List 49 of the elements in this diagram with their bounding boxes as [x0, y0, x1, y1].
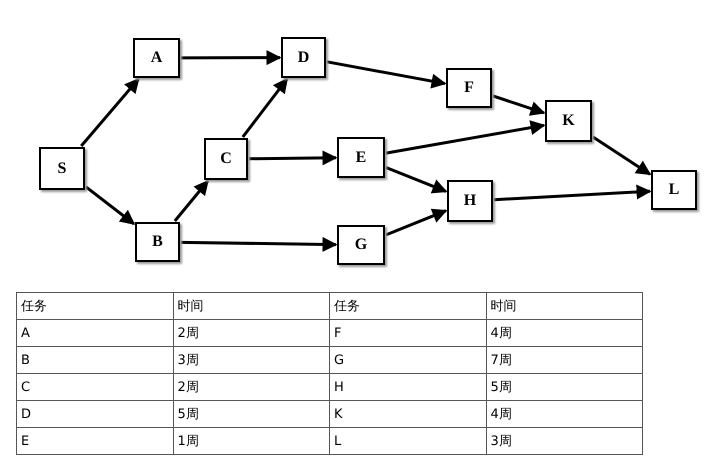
arrow — [80, 78, 140, 147]
task-box: F — [446, 68, 492, 108]
table-cell: 7周 — [486, 346, 642, 374]
table-cell: A — [16, 320, 173, 346]
table-cell: D — [16, 400, 173, 428]
arrow — [386, 120, 546, 155]
table-cell: L — [330, 428, 486, 454]
table-cell: 4周 — [486, 320, 642, 346]
table-cell: 4周 — [486, 400, 642, 428]
arrow — [492, 94, 546, 116]
task-box: E — [337, 137, 385, 178]
arrow — [592, 136, 652, 176]
table-cell: E — [16, 428, 173, 454]
table-cell: K — [330, 400, 486, 428]
arrow — [385, 208, 448, 236]
arrow — [326, 60, 446, 88]
header-cell: 时间 — [173, 292, 330, 320]
header-cell: 任务 — [330, 292, 486, 320]
table-cell: C — [16, 374, 173, 400]
task-box: C — [204, 138, 248, 180]
arrow — [248, 150, 338, 166]
table-cell: G — [330, 346, 486, 374]
task-box: H — [447, 180, 493, 222]
task-box: S — [39, 147, 85, 190]
table-cell: F — [330, 320, 486, 346]
header-cell: 任务 — [16, 292, 173, 320]
arrow — [494, 184, 652, 202]
task-box: B — [135, 222, 180, 262]
task-box: A — [133, 38, 180, 78]
table-cell: 3周 — [486, 428, 642, 454]
task-box: D — [281, 37, 326, 78]
table-cell: 2周 — [173, 320, 330, 346]
table-cell: 2周 — [173, 374, 330, 400]
table-cell: 3周 — [173, 346, 330, 374]
table-cell: H — [330, 374, 486, 400]
arrow — [180, 236, 338, 252]
arrow — [242, 78, 288, 138]
arrow — [85, 186, 136, 226]
task-box: G — [337, 225, 385, 265]
table-cell: B — [16, 346, 173, 374]
task-box: K — [545, 100, 592, 142]
arrow — [385, 166, 448, 194]
table-cell: 5周 — [173, 400, 330, 428]
arrow — [174, 180, 209, 222]
task-box: L — [651, 170, 697, 210]
table-cell: 5周 — [486, 374, 642, 400]
header-cell: 时间 — [486, 292, 642, 320]
arrow — [181, 50, 282, 66]
table-cell: 1周 — [173, 428, 330, 454]
